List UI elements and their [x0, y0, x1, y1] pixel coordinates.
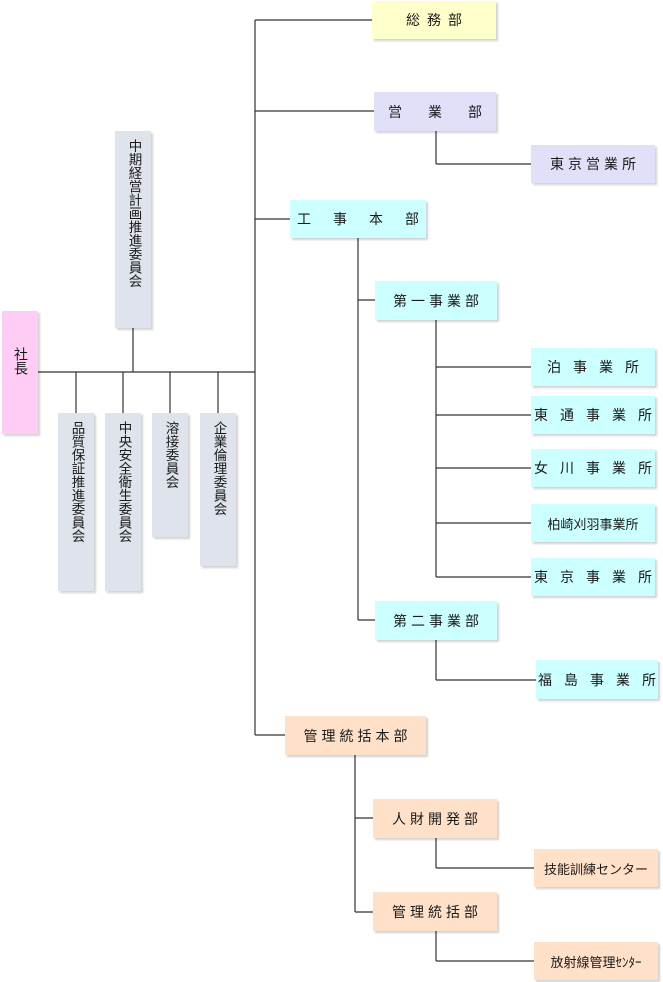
midterm-plan-committee: 中期経営計画推進委員会: [115, 131, 151, 328]
sales-dept: 営業部: [374, 92, 496, 131]
hr-development-dept: 人財開発部: [373, 799, 497, 838]
central-safety-committee: 中央安全衛生委員会: [105, 413, 141, 591]
general-affairs-dept: 総務部: [372, 1, 496, 39]
welding-committee: 溶接委員会: [152, 413, 188, 537]
construction-hq: 工事本部: [290, 200, 426, 238]
central-safety-committee-label: 中央安全衛生委員会: [115, 421, 132, 543]
tomari-office: 泊事業所: [531, 348, 655, 386]
midterm-plan-committee-label: 中期経営計画推進委員会: [125, 139, 142, 288]
corporate-ethics-committee: 企業倫理委員会: [200, 413, 236, 566]
president-box: 社長: [2, 311, 38, 434]
welding-committee-label: 溶接委員会: [162, 421, 179, 489]
fukushima-office: 福島事業所: [536, 660, 658, 699]
tokyo-sales-office: 東京営業所: [531, 145, 655, 183]
skills-training-center: 技能訓練センター: [534, 849, 658, 887]
corporate-ethics-committee-label: 企業倫理委員会: [210, 421, 227, 516]
quality-assurance-committee: 品質保証推進委員会: [58, 413, 94, 591]
kashiwazaki-kariwa-office: 柏崎刈羽事業所: [531, 504, 655, 542]
second-business-division: 第二事業部: [375, 601, 497, 640]
radiation-control-center: 放射線管理ｾﾝﾀｰ: [534, 942, 658, 980]
management-hq: 管理統括本部: [285, 716, 426, 755]
tokyo-business-office: 東京事業所: [531, 558, 655, 596]
quality-assurance-committee-label: 品質保証推進委員会: [68, 421, 85, 543]
onagawa-office: 女川事業所: [531, 449, 655, 487]
president-label: 社長: [12, 347, 28, 375]
higashidori-office: 東通事業所: [531, 396, 655, 434]
management-control-dept: 管理統括部: [373, 892, 497, 931]
first-business-division: 第一事業部: [375, 281, 497, 320]
